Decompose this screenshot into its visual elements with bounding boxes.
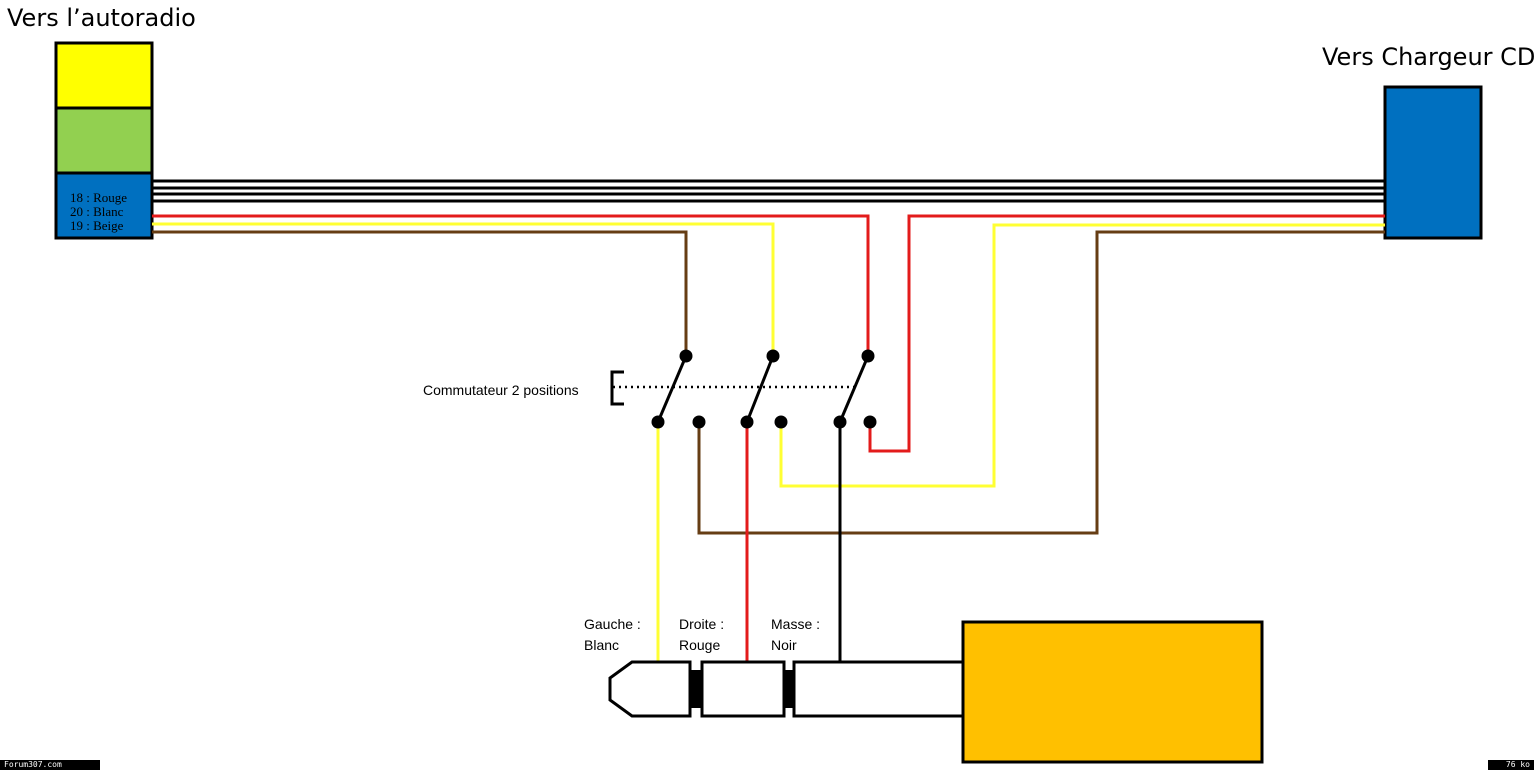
brown-wire-changer [697, 230, 1385, 535]
switch-contact [740, 415, 754, 429]
switch-contact [766, 349, 780, 363]
switch-contact [651, 415, 665, 429]
pin-label-18: 18 : Rouge [70, 190, 127, 205]
switch-2-positions: Commutateur 2 positions [423, 349, 877, 429]
brown-wire-radio [152, 230, 688, 356]
switch-lever-3 [838, 355, 870, 423]
radio-connector-green-block [54, 106, 154, 175]
jack-right-label-line2: Rouge [679, 637, 720, 653]
switch-contact [692, 415, 706, 429]
switch-lever-1 [656, 355, 688, 423]
jack-right-label-line1: Droite : [679, 616, 724, 632]
switch-label: Commutateur 2 positions [423, 382, 579, 398]
jack-ground-label-line1: Masse : [771, 616, 820, 632]
red-wire-changer [868, 214, 1385, 453]
switch-contact [863, 415, 877, 429]
jack-ring [700, 660, 786, 718]
switch-bracket [610, 370, 624, 406]
radio-connector-yellow-block [54, 41, 154, 110]
changer-connector [1383, 85, 1483, 240]
jack-sleeve [792, 660, 965, 718]
black-bus-wires [152, 179, 1385, 203]
switch-contact [833, 415, 847, 429]
jack-left-label-line2: Blanc [584, 637, 619, 653]
pin-label-20: 20 : Blanc [70, 204, 124, 219]
switch-contact [861, 349, 875, 363]
jack-insulator-1 [690, 670, 702, 708]
switch-contact [679, 349, 693, 363]
yellow-wire-radio [152, 222, 775, 356]
jack-plug: Gauche : Blanc Droite : Rouge Masse : No… [584, 616, 1264, 764]
changer-title: Vers Chargeur CD [1322, 43, 1534, 71]
radio-connector-blue-block [54, 171, 154, 240]
jack-insulator-2 [784, 670, 794, 708]
footer-size: 76 ko [1488, 760, 1534, 770]
radio-connector: 18 : Rouge 20 : Blanc 19 : Beige [54, 41, 154, 240]
switch-lever-2 [745, 355, 775, 423]
switch-contact [774, 415, 788, 429]
radio-title: Vers l’autoradio [7, 4, 196, 32]
jack-left-label-line1: Gauche : [584, 616, 641, 632]
jack-tip [608, 660, 692, 718]
jack-ground-label-line2: Noir [771, 637, 797, 653]
footer-site: Forum307.com [0, 760, 100, 770]
yellow-wire-changer [779, 223, 1385, 488]
red-wire-radio [152, 214, 870, 356]
jack-plug-body [961, 620, 1264, 764]
pin-label-19: 19 : Beige [70, 218, 124, 233]
